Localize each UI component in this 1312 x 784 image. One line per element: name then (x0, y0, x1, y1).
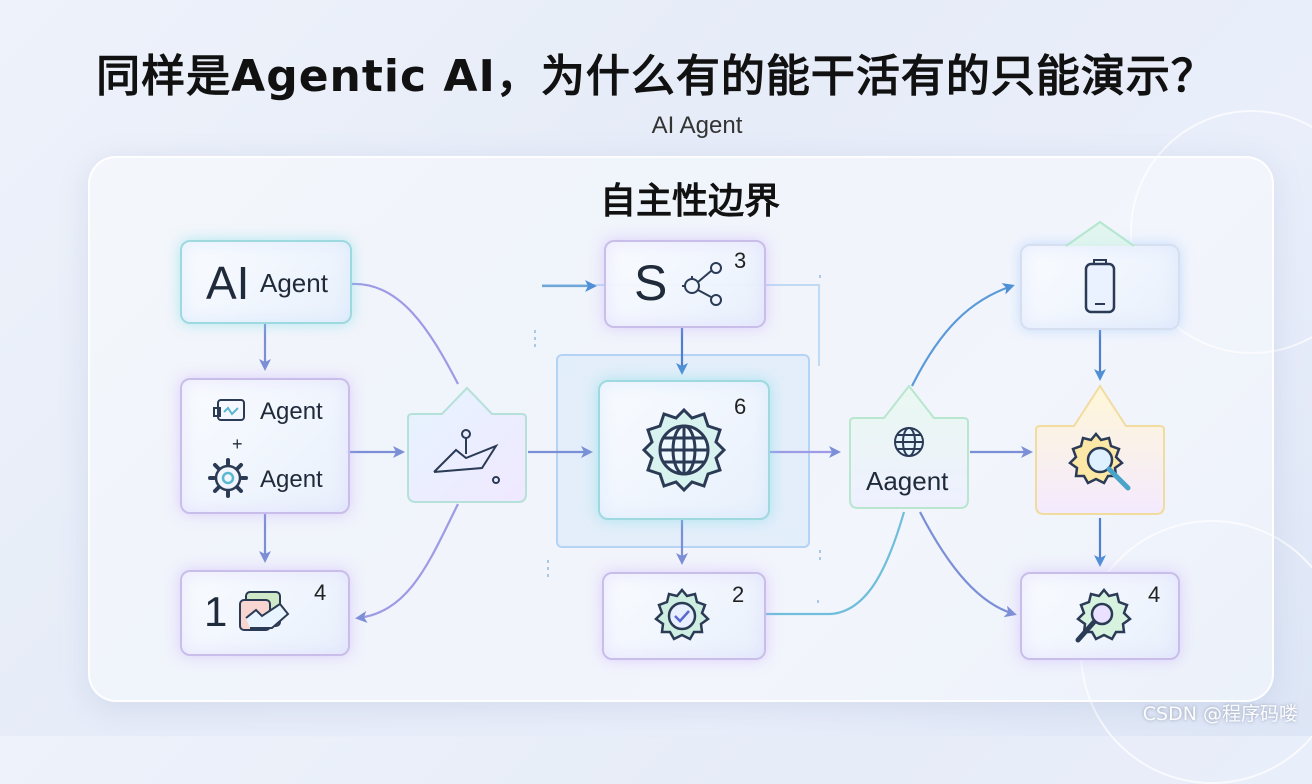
arrow-hub-to-bottom-right (919, 511, 1017, 618)
node-bottom-left-number: 4 (314, 580, 327, 605)
terminal-icon (213, 399, 245, 421)
node-agent-plus-agent: Agent + Agent (180, 378, 350, 514)
node-ai-agent-label: Agent (260, 268, 328, 298)
node-phone (1020, 244, 1180, 330)
phone-roof (1065, 220, 1135, 247)
node-center-globe: 6 (598, 380, 770, 520)
node-bottom-left: 1 4 (180, 570, 350, 656)
gear-check-icon (654, 588, 710, 641)
node-bottom-left-big: 1 (204, 588, 228, 635)
route-graph-icon (433, 429, 500, 484)
document-stack-icon (239, 591, 290, 631)
router-node (407, 386, 527, 503)
node-top-center-number: 3 (734, 248, 747, 273)
arrow-bottomcenter-to-hub (764, 511, 906, 616)
page-title: 同样是Agentic AI，为什么有的能干活有的只能演示？ (96, 51, 1216, 102)
node-top-center-big: S (634, 255, 668, 311)
node-agent-top-label: Agent (260, 398, 323, 425)
arrow-router-to-bottomleft (355, 503, 459, 623)
globe-gear-icon (641, 407, 727, 493)
phone-icon (1084, 259, 1116, 314)
node-center-number: 6 (734, 394, 747, 419)
node-agent-bottom-label: Agent (260, 466, 323, 493)
node-bottom-right-number: 4 (1148, 582, 1161, 607)
arrow-hub-to-top-right (911, 283, 1015, 387)
globe-icon (894, 427, 924, 457)
gear-magnify-icon (1075, 588, 1132, 643)
connectors (259, 275, 1106, 623)
node-bottom-center-number: 2 (732, 582, 745, 607)
share-nodes-icon (682, 262, 722, 306)
node-agent-plus: + (232, 434, 243, 454)
panel-title: 自主性边界 (599, 181, 780, 222)
aagent-hub-node (849, 384, 969, 509)
node-bottom-center: 2 (602, 572, 766, 660)
node-ai-agent: AI Agent (180, 240, 352, 324)
gear-search-node (1035, 384, 1165, 515)
watermark: CSDN @程序码喽 (1142, 703, 1298, 725)
gear-search-icon (1068, 432, 1131, 491)
arrow-ai-to-router (351, 282, 459, 385)
page-subtitle: AI Agent (651, 112, 743, 139)
node-ai-agent-big: AI (206, 257, 250, 309)
node-top-center: S 3 (604, 240, 766, 328)
aagent-hub-label: Aagent (866, 466, 949, 496)
gear-icon (208, 458, 248, 498)
node-bottom-right: 4 (1020, 572, 1180, 660)
